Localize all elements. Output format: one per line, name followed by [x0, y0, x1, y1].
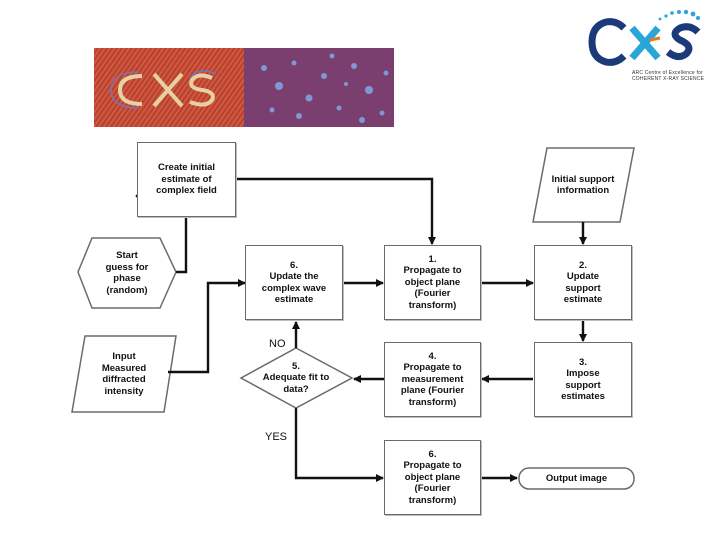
shape-line: intensity — [104, 385, 144, 397]
input-measured-shape — [71, 335, 177, 413]
box-line: Impose — [566, 368, 600, 379]
step4-box: 4. Propagate to measurement plane (Fouri… — [384, 342, 481, 417]
box-line: transform) — [408, 299, 457, 311]
create-estimate-box: Create initial estimate of complex field — [137, 142, 236, 217]
initial-support-text: Initial support information — [540, 150, 626, 220]
step6-final-box: 6. Propagate to object plane (Fourier tr… — [384, 440, 481, 515]
logo-subtitle-2: COHERENT X-RAY SCIENCE — [632, 76, 705, 82]
box-line: complex wave — [261, 282, 327, 294]
box-line: Propagate to — [403, 265, 462, 277]
output-image-text: Output image — [519, 468, 634, 489]
cxs-logo-mark — [588, 9, 701, 66]
box-line: 6. — [428, 448, 437, 460]
shape-line: information — [556, 185, 610, 196]
step2-box: 2. Update support estimate — [534, 245, 632, 320]
shape-line: Output image — [545, 472, 608, 484]
input-measured-text: Input Measured diffracted intensity — [78, 338, 170, 410]
shape-line: data? — [283, 383, 309, 395]
arrow-create-to-step1 — [236, 177, 436, 245]
shape-line: Initial support — [551, 173, 615, 185]
box-line: estimate — [274, 294, 314, 305]
box-line: object plane — [404, 471, 461, 483]
arrow-yes-to-final — [294, 408, 384, 482]
box-line: 1. — [428, 253, 437, 265]
box-line: Create initial — [157, 162, 216, 174]
start-guess-shape — [77, 237, 177, 309]
shape-line: phase — [113, 273, 141, 284]
box-line: plane (Fourier — [400, 385, 465, 397]
output-image-shape — [518, 467, 635, 490]
cxs-logo: ARC Centre of Excellence for COHERENT X-… — [588, 8, 712, 86]
banner-image — [94, 48, 394, 127]
box-line: Update — [566, 271, 600, 282]
box-line: Propagate to — [403, 362, 462, 374]
box-line: Propagate to — [403, 460, 462, 472]
box-line: Update the — [269, 271, 319, 282]
shape-line: Input — [112, 351, 136, 362]
box-line: (Fourier — [414, 483, 451, 495]
no-label: NO — [269, 338, 286, 350]
box-line: transform) — [408, 396, 457, 408]
shape-line: diffracted — [102, 374, 146, 385]
box-line: estimates — [561, 391, 605, 402]
shape-line: Adequate fit to — [262, 372, 330, 384]
box-line: complex field — [156, 185, 217, 197]
box-line: estimate of — [161, 173, 212, 185]
logo-subtitle-1: ARC Centre of Excellence for — [632, 70, 703, 76]
shape-line: guess for — [105, 261, 149, 273]
box-line: support — [565, 282, 601, 294]
step3-box: 3. Impose support estimates — [534, 342, 632, 417]
box-line: object plane — [404, 276, 461, 288]
box-line: 6. — [290, 259, 298, 271]
box-line: transform) — [408, 494, 457, 506]
yes-label: YES — [265, 431, 288, 443]
step1-box: 1. Propagate to object plane (Fourier tr… — [384, 245, 481, 320]
box-line: measurement — [401, 373, 464, 385]
box-line: (Fourier — [414, 288, 451, 300]
shape-line: (random) — [106, 284, 148, 296]
banner-graphic — [94, 48, 394, 127]
box-line: 4. — [428, 350, 437, 362]
box-line: estimate — [563, 294, 603, 305]
decision-text: 5. Adequate fit to data? — [246, 356, 346, 400]
box-line: support — [565, 379, 601, 391]
arrow-input-to-update — [168, 279, 246, 374]
shape-line: Start — [116, 250, 138, 261]
box-line: 2. — [579, 259, 587, 271]
initial-support-shape — [532, 147, 635, 223]
shape-line: Measured — [101, 362, 147, 374]
start-guess-text: Start guess for phase (random) — [82, 240, 172, 306]
box-line: 3. — [579, 356, 587, 368]
step6-update-box: 6. Update the complex wave estimate — [245, 245, 343, 320]
shape-line: 5. — [292, 360, 300, 372]
